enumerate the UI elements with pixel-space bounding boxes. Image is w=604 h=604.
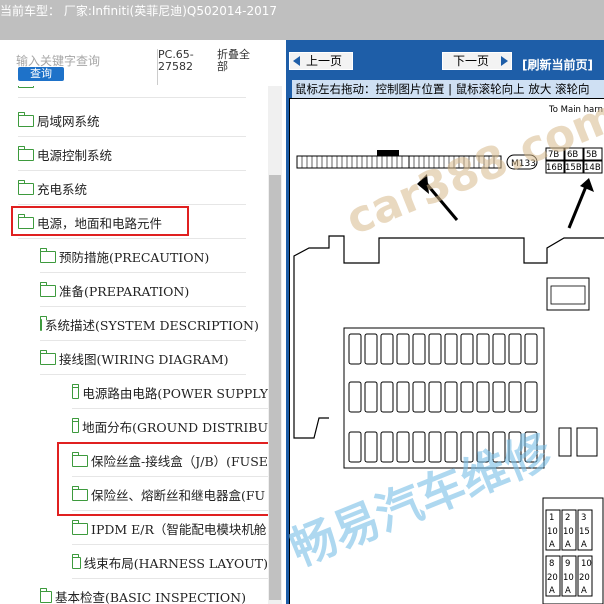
tree-item[interactable]: 电源路由电路(POWER SUPPLY [71,376,268,409]
fuse-blocks [348,333,538,463]
svg-text:5B: 5B [586,150,597,160]
tree-item-label: 电源路由电路(POWER SUPPLY [82,386,268,401]
viewer-panel: 上一页 下一页 [刷新当前页] 鼠标左右拖动：控制图片位置 | 鼠标滚轮向上 放… [286,40,604,604]
connector-strip: M133 [296,150,538,170]
fuse-label-grid: 7B 6B 5B 16B 15B 14B [545,147,603,174]
folder-open-icon [39,349,56,365]
svg-text:A: A [581,586,587,596]
pc-code: PC.65-27582 [158,48,194,73]
folder-icon [71,553,81,569]
highlight-box [57,442,268,516]
svg-text:15B: 15B [565,163,582,173]
folder-icon [39,281,56,297]
tree-item[interactable]: 局域网系统 [17,104,246,137]
tree-item-label: 系统描述(SYSTEM DESCRIPTION) [45,318,259,333]
tree-item[interactable]: 接线图(WIRING DIAGRAM) [39,342,246,375]
tree-item[interactable]: 基本检查(BASIC INSPECTION) [39,580,246,604]
svg-text:9: 9 [565,559,570,569]
svg-text:16B: 16B [546,163,563,173]
tree-item-label: IPDM E/R（智能配电模块机舱 [91,522,267,537]
folder-icon [71,485,88,501]
tree-item-label: 线束布局(HARNESS LAYOUT) [83,556,268,571]
tree-item-label: 保险丝盒-接线盒（J/B）(FUSE [91,454,268,469]
folder-icon [39,247,56,263]
tree-item[interactable]: 保险丝、熔断丝和继电器盒(FU [71,478,268,511]
search-input[interactable] [16,53,152,69]
prev-page-button[interactable]: 上一页 [289,52,353,70]
tree-item-label: 预防措施(PRECAUTION) [59,250,210,265]
title-bar: 当前车型： 厂家:Infiniti(英菲尼迪)Q502014-2017 [0,0,604,40]
svg-text:10: 10 [581,559,592,569]
tree-item[interactable]: 电源控制系统 [17,138,246,171]
svg-text:A: A [565,540,571,550]
collapse-all-button[interactable]: 折叠全部 [217,48,250,73]
tree-item[interactable]: 预防措施(PRECAUTION) [39,240,246,273]
arrow-left-icon [293,56,300,66]
tree-item-label: 局域网系统 [37,114,100,129]
svg-text:1: 1 [549,513,554,523]
tree-item[interactable]: 系统描述(SYSTEM DESCRIPTION) [39,308,259,341]
folder-icon [39,315,47,331]
tree-item-label: 保险丝、熔断丝和继电器盒(FU [91,488,266,503]
tree-item-label: 地面分布(GROUND DISTRIBU [82,420,268,435]
folder-icon [17,145,34,161]
highlight-box [11,206,189,236]
tree-item-partial[interactable] [18,86,246,98]
tree-item-label: 充电系统 [37,182,88,197]
arrow-right-icon [501,56,508,66]
tree-view: 局域网系统 电源控制系统 充电系统 电源，地面和电路元件 预防措施(PRECAU… [0,86,268,604]
tree-item[interactable]: 电源，地面和电路元件 [17,206,246,239]
svg-text:2: 2 [565,513,570,523]
svg-text:20: 20 [547,573,558,583]
tree-item-label: 电源控制系统 [37,148,113,163]
tree-item[interactable]: IPDM E/R（智能配电模块机舱 [71,512,268,545]
svg-text:20: 20 [579,573,590,583]
fuse-amp-grid [542,497,604,604]
folder-icon [18,86,34,88]
refresh-page-link[interactable]: [刷新当前页] [522,58,593,72]
svg-text:8: 8 [549,559,554,569]
svg-text:10: 10 [547,527,558,537]
folder-icon [71,417,80,433]
tree-item-label: 电源，地面和电路元件 [37,216,163,231]
next-page-button[interactable]: 下一页 [442,52,512,70]
tree-item[interactable]: 准备(PREPARATION) [39,274,246,307]
tree-item-label: 接线图(WIRING DIAGRAM) [59,352,229,367]
folder-icon [71,451,88,467]
left-panel: 查询 PC.65-27582 折叠全部 局域网系统 电源控制系统 充电系统 电源… [0,40,286,604]
wiring-diagram[interactable]: To Main harn [289,98,604,604]
folder-open-icon [17,213,34,229]
svg-text:3: 3 [581,513,586,523]
hint-bar: 鼠标左右拖动：控制图片位置 | 鼠标滚轮向上 放大 滚轮向 [292,80,604,98]
svg-text:A: A [581,540,587,550]
search-button[interactable]: 查询 [18,67,64,81]
svg-text:14B: 14B [584,163,601,173]
tree-item[interactable]: 地面分布(GROUND DISTRIBU [71,410,268,443]
svg-text:A: A [565,586,571,596]
diagram-caption: To Main harn [548,105,603,115]
tree-item[interactable]: 保险丝盒-接线盒（J/B）(FUSE [71,444,268,477]
svg-text:A: A [549,586,555,596]
tree-item-label: 基本检查(BASIC INSPECTION) [54,590,246,604]
tree-item-label: 准备(PREPARATION) [59,284,190,299]
header-divider [157,49,158,85]
folder-icon [71,519,88,535]
connector-label: M133 [511,159,536,169]
folder-icon [39,587,52,603]
tree-item[interactable]: 充电系统 [17,172,246,205]
folder-icon [17,111,34,127]
svg-text:15: 15 [579,527,590,537]
svg-text:10: 10 [563,527,574,537]
svg-text:A: A [549,540,555,550]
svg-text:10: 10 [563,573,574,583]
window-title: 当前车型： 厂家:Infiniti(英菲尼迪)Q502014-2017 [0,4,278,18]
folder-icon [17,179,34,195]
svg-text:7B: 7B [548,150,559,160]
tree-item[interactable]: 线束布局(HARNESS LAYOUT) [71,546,268,579]
scrollbar-thumb[interactable] [269,175,281,600]
folder-icon [71,383,80,399]
svg-text:6B: 6B [567,150,578,160]
